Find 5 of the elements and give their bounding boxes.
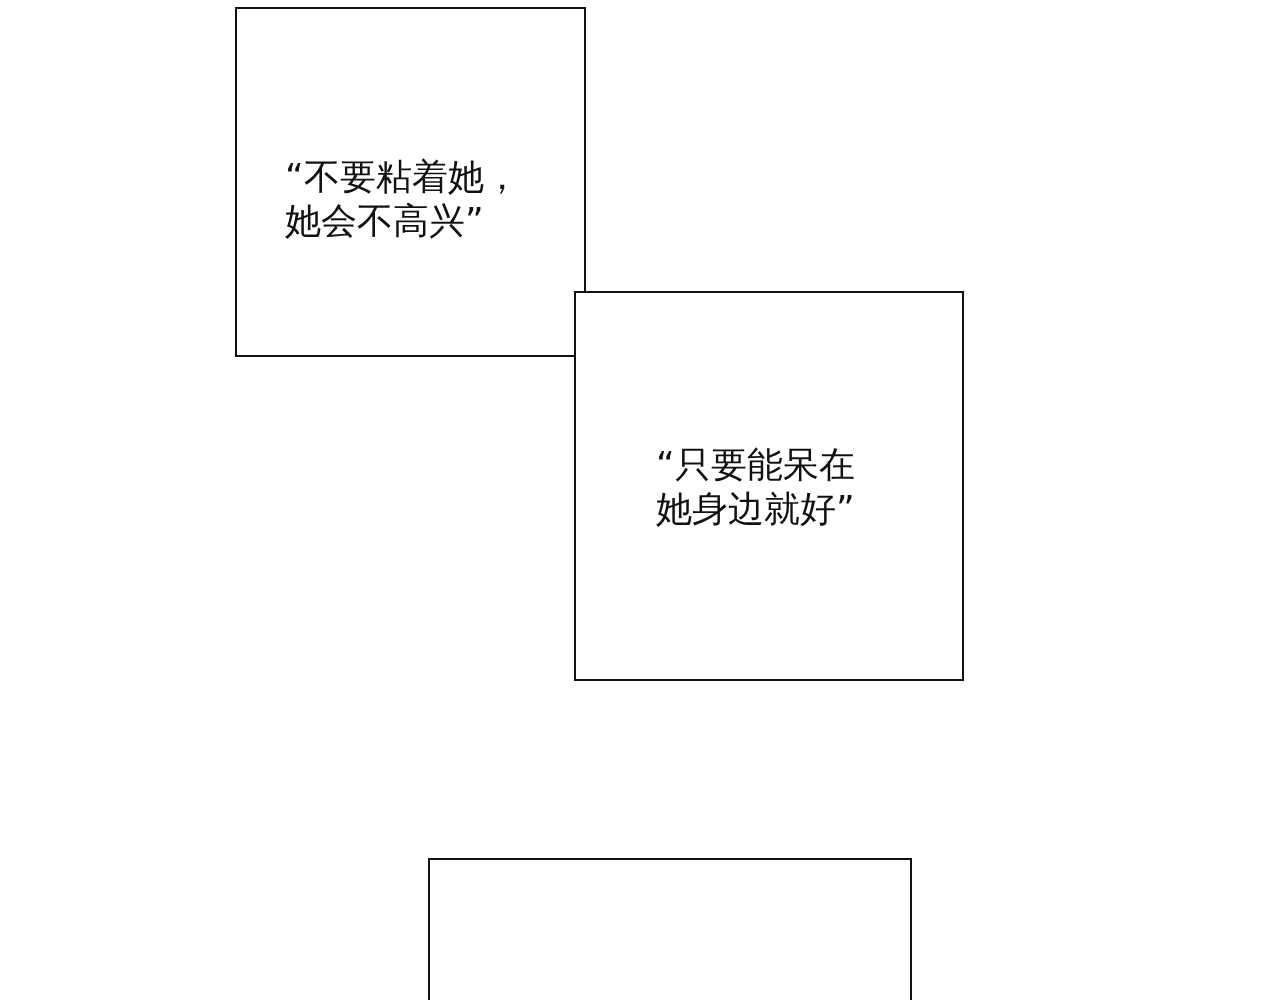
speech-text: “只要能呆在她身边就好” [656,443,856,531]
comic-panel [574,291,964,681]
comic-panel [235,7,586,357]
speech-text: “不要粘着她，她会不高兴” [285,155,521,243]
comic-panel [428,858,912,1000]
